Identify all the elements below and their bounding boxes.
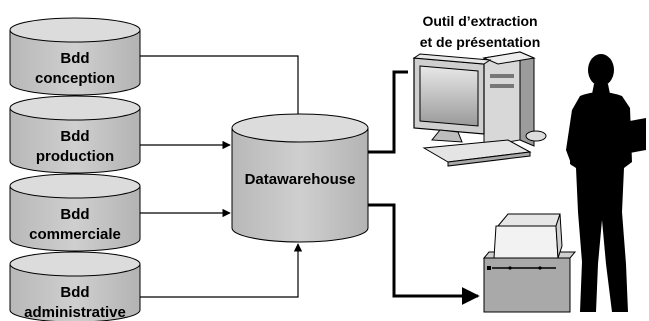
source-db-line1: Bdd	[60, 50, 89, 67]
printer-icon	[482, 213, 577, 313]
connector-to-computer	[368, 70, 408, 154]
source-db-administrative: Bdd administrative	[9, 251, 141, 321]
source-db-line2: administrative	[24, 304, 126, 321]
source-db-production: Bdd production	[9, 95, 141, 174]
source-db-line1: Bdd	[60, 284, 89, 301]
source-db-line1: Bdd	[60, 206, 89, 223]
connector-to-printer	[368, 203, 480, 305]
source-db-line1: Bdd	[60, 128, 89, 145]
datawarehouse-cylinder: Datawarehouse	[231, 113, 369, 243]
connector-administrative	[140, 243, 303, 298]
tool-label-line1: Outil d’extraction	[422, 13, 537, 29]
connector-conception	[140, 55, 303, 131]
person-silhouette-icon	[566, 54, 646, 312]
datawarehouse-label: Datawarehouse	[245, 171, 356, 188]
tool-label-line2: et de présentation	[420, 34, 541, 50]
source-db-line2: commerciale	[29, 226, 121, 243]
desktop-computer-icon	[412, 51, 547, 167]
source-db-commerciale: Bdd commerciale	[9, 173, 141, 252]
source-db-line2: conception	[35, 70, 115, 87]
source-db-conception: Bdd conception	[9, 17, 141, 96]
source-db-line2: production	[36, 148, 114, 165]
